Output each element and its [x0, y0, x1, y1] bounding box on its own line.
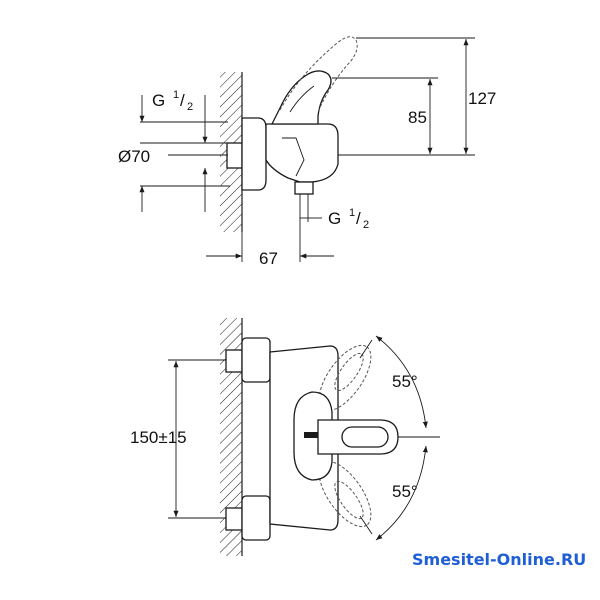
height-85-label: 85 — [408, 108, 427, 127]
angle-down-leader — [359, 515, 373, 535]
front-bottom-nut — [225, 507, 243, 531]
front-bottom-escutcheon — [241, 495, 271, 541]
front-handle-ghost-up — [318, 344, 372, 412]
thread-top-num: 1 — [173, 89, 179, 101]
angle-down-arc — [375, 445, 428, 541]
depth-label: 67 — [259, 249, 278, 268]
side-handle-ghost — [279, 36, 358, 113]
thread-top-slash: / — [180, 91, 185, 110]
angle-down-label: 55° — [392, 482, 418, 501]
side-valve-detail — [282, 137, 305, 177]
side-connector-nut — [226, 142, 243, 169]
side-valve-body — [265, 123, 339, 183]
spacing-label: 150±15 — [130, 428, 187, 447]
side-escutcheon — [241, 117, 267, 191]
front-top-escutcheon — [241, 337, 271, 383]
angle-up-arc — [375, 335, 428, 429]
angle-up-leader — [359, 339, 373, 359]
side-view: G 1 / 2 Ø70 G 1 / 2 67 85 127 — [118, 36, 496, 268]
thread-bottom-slash: / — [356, 209, 361, 228]
angle-up-label: 55° — [392, 372, 418, 391]
wall-hatch-front — [220, 318, 242, 556]
front-view: 150±15 55° 55° — [130, 318, 440, 556]
side-outlet-nut — [294, 181, 314, 195]
front-handle-ghost-up-inner — [334, 352, 364, 392]
front-top-nut — [225, 349, 243, 373]
thread-top-label: G — [152, 91, 165, 110]
front-handle-ghost-down — [318, 460, 372, 528]
height-127-label: 127 — [468, 89, 496, 108]
thread-bottom-den: 2 — [363, 219, 369, 231]
thread-bottom-num: 1 — [349, 207, 355, 219]
thread-top-den: 2 — [187, 101, 193, 113]
front-handle-lever-inner — [341, 426, 389, 448]
diameter-label: Ø70 — [118, 147, 150, 166]
watermark: Smesitel-Online.RU — [412, 550, 586, 569]
thread-bottom-label: G — [328, 209, 341, 228]
front-handle-slot — [304, 432, 318, 438]
side-handle-detail — [289, 85, 315, 113]
